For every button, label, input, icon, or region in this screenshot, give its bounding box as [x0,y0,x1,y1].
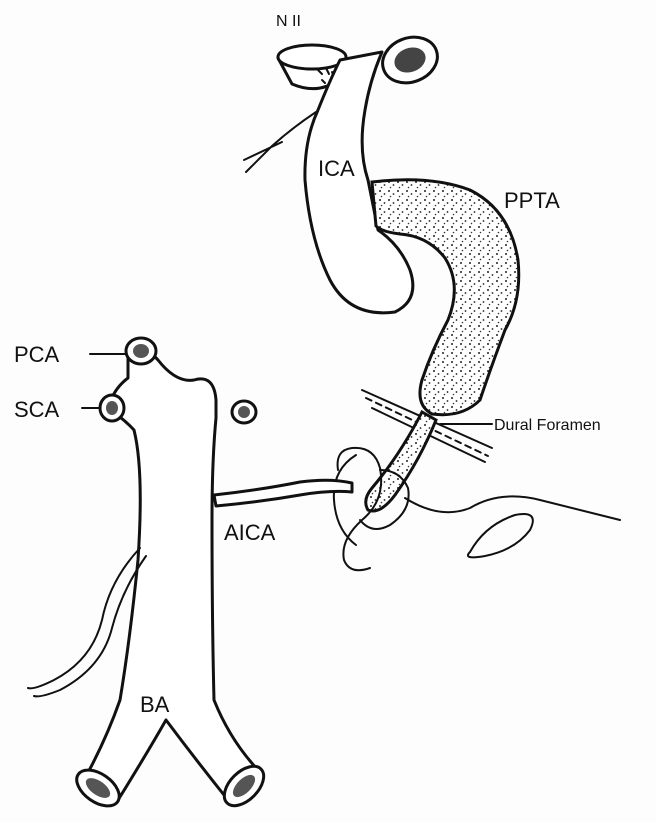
label-n2: N II [276,13,301,30]
label-dural-foramen: Dural Foramen [494,417,601,434]
label-sca: SCA [14,397,60,422]
label-pca: PCA [14,342,60,367]
basilar-artery [28,338,271,813]
label-ica: ICA [318,156,355,181]
label-ppta: PPTA [504,188,560,213]
label-ba: BA [140,692,170,717]
ppta-distal-segment [366,412,436,511]
label-aica: AICA [224,520,276,545]
aica-loop [214,448,620,570]
